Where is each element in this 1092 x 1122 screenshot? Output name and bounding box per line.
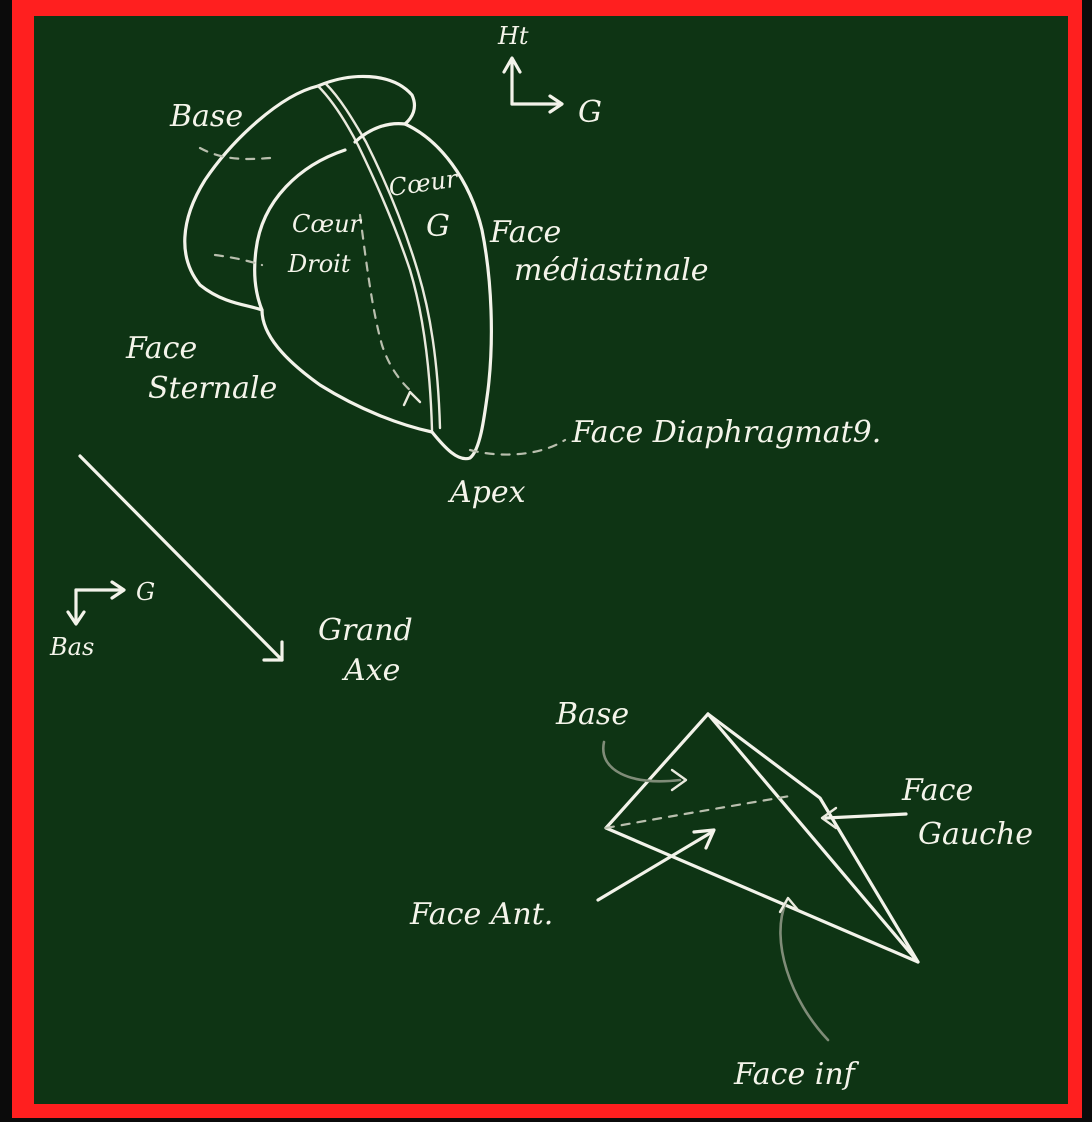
label-face-ant: Face Ant. [409,897,553,932]
label-axis-left-down: Bas [49,633,94,661]
grand-axe-arrow [80,456,282,660]
label-axis-left-right: G [136,578,155,606]
label-base-top: Base [169,99,243,134]
label-face-sternale-1: Face [125,331,197,366]
label-apex: Apex [447,475,526,510]
label-face-inf: Face inf [733,1057,860,1092]
label-coeur-droit-2: Droit [287,250,351,278]
pyramid-front-face [606,714,918,962]
label-face-sternale-2: Sternale [148,371,277,406]
label-base-bottom: Base [555,697,629,732]
heart-top-cap [318,76,414,124]
top-orientation-axes [504,58,562,112]
hidden-edge-vertical [360,215,412,392]
arrow-base-pointer [603,742,680,781]
label-coeur-gauche-1: Cœur [387,164,461,202]
label-face-gauche-2: Gauche [918,817,1033,852]
pyramid-hidden-edge [606,796,790,828]
inner-arrow [404,392,420,405]
arrow-face-gauche [826,814,906,818]
hidden-edge-base [200,148,270,159]
pyramid-drawing [598,714,918,1040]
hidden-edge-diaphragm [470,440,565,455]
label-coeur-droit-1: Cœur [292,210,363,238]
label-face-mediastinale-1: Face [489,215,561,250]
label-axis-top-up: Ht [497,22,529,50]
label-face-diaphragmatique: Face Diaphragmat9. [571,415,881,450]
label-axis-top-right: G [578,95,602,130]
label-coeur-gauche-2: G [426,209,450,244]
label-face-mediastinale-2: médiastinale [514,253,709,288]
arrow-face-inf [780,902,828,1040]
label-grand-axe-1: Grand [318,613,413,648]
label-grand-axe-2: Axe [341,653,400,688]
grand-axe-line [80,456,282,660]
label-face-gauche-1: Face [901,773,973,808]
left-orientation-axes [68,582,124,624]
